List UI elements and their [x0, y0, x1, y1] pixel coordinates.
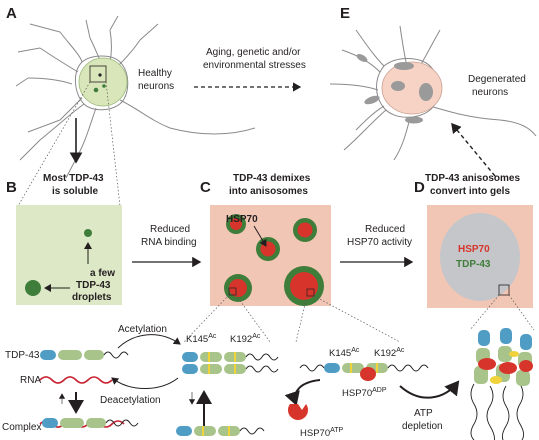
label-k192-right: K192Ac — [374, 347, 405, 359]
panel-letter-d: D — [414, 179, 425, 196]
panel-letter-b: B — [6, 179, 17, 196]
gel-assembly — [470, 328, 533, 440]
stress-line1: Aging, genetic and/or — [206, 47, 301, 58]
gel-blob-5 — [405, 116, 423, 124]
anisosome-4-core — [229, 279, 247, 297]
panel-letter-c: C — [200, 179, 211, 196]
panel-c-title-1: TDP-43 demixes — [233, 173, 311, 184]
degenerated-line1: Degenerated — [468, 74, 526, 85]
zoom-line-c-1 — [183, 294, 230, 343]
panel-letter-a: A — [6, 5, 17, 22]
hsp-pointer — [253, 225, 267, 247]
tdp43-molecule — [40, 350, 129, 360]
gel-blob-1 — [394, 62, 414, 70]
panel-d-title-1: TDP-43 anisosomes — [425, 173, 520, 184]
degenerated-cell-body — [381, 61, 443, 115]
k192-left-text: K192 — [230, 334, 252, 345]
small-droplet — [84, 229, 92, 237]
k145-left-ac: Ac — [208, 333, 217, 340]
rna-strand — [39, 376, 113, 384]
b-to-c-line1: Reduced — [150, 224, 190, 235]
zoom-line-c-4 — [313, 295, 401, 343]
hsp70-atp-text: HSP70 — [300, 428, 330, 439]
zoom-line-c-2 — [235, 294, 271, 343]
label-rna: RNA — [20, 375, 41, 386]
label-k192-left: K192Ac — [230, 333, 261, 345]
atp-depletion-line1: ATP — [414, 408, 433, 419]
panel-d-hsp-label: HSP70 — [458, 244, 490, 255]
label-complex: Complex — [2, 422, 41, 433]
arrow-acetylation — [117, 334, 181, 349]
droplet-dot-2 — [102, 84, 106, 88]
atp-depletion-line2: depletion — [402, 421, 443, 432]
k145-left-text: K145 — [186, 334, 208, 345]
arrow-hsp-release — [284, 379, 321, 406]
zoom-line-a-left — [17, 81, 91, 207]
droplet-label-3: droplets — [72, 292, 112, 303]
zoom-box-c-left — [228, 287, 237, 296]
healthy-neurons-label: Healthy neurons — [138, 68, 175, 92]
acetylated-dimer — [182, 352, 279, 374]
stress-line2: environmental stresses — [203, 60, 306, 71]
label-acetylation: Acetylation — [118, 324, 167, 335]
anisosome-3-core — [297, 222, 313, 238]
healthy-neuron-drawing — [15, 15, 256, 179]
zoom-line-d-1 — [469, 294, 500, 331]
zoom-line-c-3 — [295, 295, 308, 343]
label-tdp43: TDP-43 — [5, 350, 40, 361]
anisosome-2-core — [260, 241, 276, 257]
k145-right-text: K145 — [329, 348, 351, 359]
panel-d-title-2: convert into gels — [430, 186, 510, 197]
healthy-line1: Healthy — [138, 68, 172, 79]
hsp-bound-monomer — [299, 363, 429, 381]
degenerated-line2: neurons — [472, 87, 508, 98]
zoom-box-a — [89, 65, 107, 83]
nucleus-dot — [98, 73, 102, 77]
b-to-c-line2: RNA binding — [141, 237, 197, 248]
label-hsp70-adp: HSP70ADP — [342, 387, 387, 399]
arrow-d-to-e — [451, 122, 496, 177]
droplet-label-2: TDP-43 — [76, 280, 111, 291]
gel-blob-3 — [419, 83, 433, 101]
panel-b-title-1: Most TDP-43 — [43, 173, 104, 184]
acetylated-monomer-bottom — [176, 426, 265, 436]
anisosome-1-core — [230, 218, 242, 230]
droplet-dot-1 — [93, 87, 99, 93]
panel-letter-e: E — [340, 5, 350, 22]
healthy-line2: neurons — [138, 81, 174, 92]
large-droplet — [25, 280, 41, 296]
label-hsp70-atp: HSP70ATP — [300, 427, 344, 439]
k192-right-text: K192 — [374, 348, 396, 359]
gel-body — [440, 213, 520, 301]
k192-right-ac: Ac — [396, 347, 405, 354]
droplet-label-1: a few — [90, 268, 115, 279]
gel-blob-2 — [391, 81, 405, 91]
arrow-atp-depletion — [399, 380, 460, 399]
panel-b-title-2: is soluble — [52, 186, 99, 197]
anisosome-5-core — [290, 272, 318, 300]
c-to-d-line1: Reduced — [365, 224, 405, 235]
c-to-d-line2: HSP70 activity — [347, 237, 412, 248]
gel-blob-4 — [364, 95, 380, 105]
panel-c-title-2: into anisosomes — [229, 186, 308, 197]
zoom-line-d-2 — [508, 294, 535, 331]
k192-left-ac: Ac — [252, 333, 261, 340]
arrow-deacetylation — [111, 377, 179, 389]
gel-blob-6 — [356, 54, 368, 62]
complex-molecule — [39, 418, 139, 428]
hsp70-atp-sup: ATP — [330, 427, 343, 434]
zoom-box-d — [498, 284, 510, 296]
hsp70-adp-text: HSP70 — [342, 388, 372, 399]
label-deacetylation: Deacetylation — [100, 395, 161, 406]
label-k145-right: K145Ac — [329, 347, 360, 359]
hsp70-adp-sup: ADP — [372, 387, 387, 394]
k145-right-ac: Ac — [351, 347, 360, 354]
zoom-box-c-right — [306, 288, 315, 297]
panel-d-tdp-label: TDP-43 — [456, 259, 491, 270]
hsp70-atp-shape — [288, 404, 308, 421]
degenerated-neurons-label: Degenerated neurons — [468, 74, 529, 98]
panel-c-hsp-label: HSP70 — [226, 214, 258, 225]
label-k145-left: K145Ac — [186, 333, 217, 345]
